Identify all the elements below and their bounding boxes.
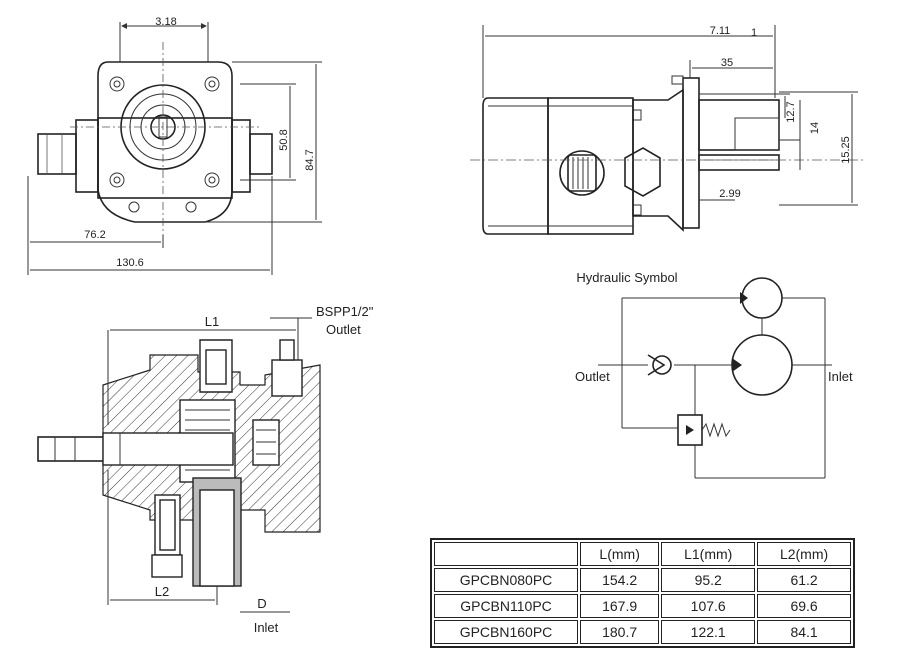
dim-7-11: 7.11 (710, 25, 731, 37)
dim-130-6: 130.6 (116, 257, 144, 269)
symbol-inlet-label: Inlet (828, 369, 853, 384)
table-header-row: L(mm) L1(mm) L2(mm) (434, 542, 851, 566)
label-outlet-port: Outlet (326, 322, 361, 337)
table-cell-l1: 95.2 (661, 568, 756, 592)
symbol-outlet-label: Outlet (575, 369, 610, 384)
table-cell-model: GPCBN160PC (434, 620, 578, 644)
table-cell-l2: 61.2 (757, 568, 851, 592)
table-cell-model: GPCBN080PC (434, 568, 578, 592)
label-d: D (257, 596, 266, 611)
table-header-cell: L1(mm) (661, 542, 756, 566)
dim-35: 35 (721, 57, 733, 69)
table-cell-l: 154.2 (580, 568, 660, 592)
table-cell-l2: 84.1 (757, 620, 851, 644)
side-view: 7.11 1 35 12.7 14 15.25 2.99 (470, 25, 865, 235)
hydraulic-symbol: Hydraulic Symbol Outlet Inlet (575, 270, 853, 479)
label-l2: L2 (155, 584, 169, 599)
dim-50-8: 50.8 (278, 129, 290, 150)
table-cell-l: 180.7 (580, 620, 660, 644)
label-l1: L1 (205, 314, 219, 329)
table-header-cell: L(mm) (580, 542, 660, 566)
front-view: 3.18 50.8 84.7 76.2 130.6 (27, 16, 322, 275)
table-header-cell: L2(mm) (757, 542, 851, 566)
table-cell-l1: 122.1 (661, 620, 756, 644)
section-view: L1 BSPP1/2" Outlet L2 D Inlet (37, 304, 374, 635)
table-row: GPCBN160PC 180.7 122.1 84.1 (434, 620, 851, 644)
dim-76-2: 76.2 (84, 229, 105, 241)
dim-14: 14 (809, 122, 821, 134)
dim-12-7: 12.7 (785, 101, 797, 122)
dim-15-25: 15.25 (840, 136, 852, 164)
dim-2-99: 2.99 (719, 188, 740, 200)
hydraulic-symbol-title: Hydraulic Symbol (576, 270, 677, 285)
dim-1: 1 (751, 27, 757, 39)
dim-84-7: 84.7 (304, 149, 316, 170)
table-header-cell (434, 542, 578, 566)
dim-top: 3.18 (155, 16, 176, 28)
table-cell-l2: 69.6 (757, 594, 851, 618)
table-cell-l1: 107.6 (661, 594, 756, 618)
spec-table: L(mm) L1(mm) L2(mm) GPCBN080PC 154.2 95.… (430, 538, 855, 648)
label-inlet-port: Inlet (254, 620, 279, 635)
table-cell-l: 167.9 (580, 594, 660, 618)
table-cell-model: GPCBN110PC (434, 594, 578, 618)
table-row: GPCBN080PC 154.2 95.2 61.2 (434, 568, 851, 592)
label-bspp: BSPP1/2" (316, 304, 374, 319)
table-row: GPCBN110PC 167.9 107.6 69.6 (434, 594, 851, 618)
